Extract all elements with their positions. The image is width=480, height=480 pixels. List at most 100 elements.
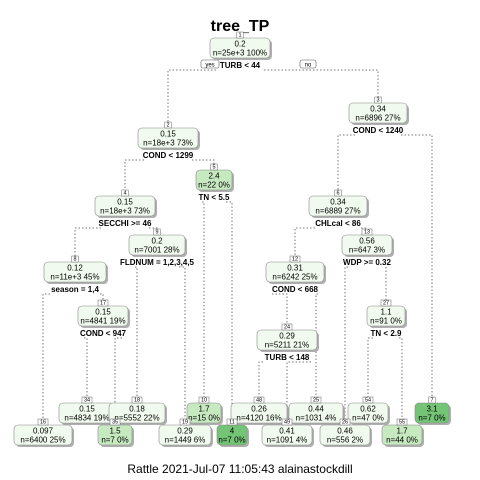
edge-17-to-35 bbox=[114, 337, 122, 419]
tree-node-9: 90.2n=7001 28%FLDNUM = 1,2,3,4,5 bbox=[120, 228, 195, 267]
node-split-9: FLDNUM = 1,2,3,4,5 bbox=[120, 258, 195, 267]
node-id-25: 25 bbox=[313, 398, 319, 404]
node-value-55: 1.7 bbox=[396, 427, 408, 436]
node-stats-9: n=7001 28% bbox=[134, 246, 179, 255]
tree-node-54: 540.62n=47 0% bbox=[347, 396, 390, 425]
node-split-27: TN < 2.9 bbox=[371, 329, 402, 338]
edge-8-to-17 bbox=[100, 293, 104, 300]
node-value-5: 2.4 bbox=[208, 172, 220, 181]
footer-caption: Rattle 2021-Jul-07 11:05:43 alainastockd… bbox=[127, 462, 353, 476]
tree-node-13: 130.56n=647 3% WDP >= 0.32 bbox=[341, 228, 394, 267]
tree-node-27: 271.1n=91 0%TN < 2.9 bbox=[366, 299, 407, 338]
node-split-12: COND < 668 bbox=[272, 285, 319, 294]
node-split-1: TURB < 44 bbox=[220, 61, 261, 70]
tree-edges bbox=[42, 69, 433, 419]
node-split-13: WDP >= 0.32 bbox=[343, 258, 391, 267]
tree-node-17: 170.15n=4841 19%COND < 947 bbox=[77, 299, 130, 338]
node-stats-10: n=15 0% bbox=[188, 414, 220, 423]
node-value-27: 1.1 bbox=[380, 308, 392, 317]
tree-node-1: 10.2n=25e+3 100%TURB < 44 bbox=[209, 31, 272, 70]
node-id-13: 13 bbox=[364, 230, 370, 236]
node-value-35: 1.5 bbox=[109, 427, 121, 436]
node-stats-7: n=7 0% bbox=[418, 414, 445, 423]
node-id-17: 17 bbox=[100, 301, 106, 307]
node-stats-4: n=18e+3 73% bbox=[100, 207, 150, 216]
node-id-12: 12 bbox=[292, 257, 298, 263]
tree-node-25: 250.44n=1031 4% bbox=[288, 396, 345, 425]
node-split-5: TN < 5.5 bbox=[199, 193, 230, 202]
edge-3-to-6 bbox=[337, 134, 355, 190]
node-stats-2: n=18e+3 73% bbox=[143, 139, 193, 148]
edge-2-to-5 bbox=[192, 159, 215, 164]
node-stats-8: n=11e+3 45% bbox=[50, 273, 99, 282]
node-value-3: 0.34 bbox=[370, 105, 386, 114]
node-value-49: 0.41 bbox=[279, 427, 295, 436]
node-value-24: 0.29 bbox=[279, 332, 295, 341]
node-value-4: 0.15 bbox=[117, 198, 133, 207]
node-value-48: 0.26 bbox=[251, 405, 267, 414]
tree-node-3: 30.34n=6896 27%COND < 1240 bbox=[348, 96, 409, 135]
no-label: no bbox=[305, 63, 312, 69]
node-id-35: 35 bbox=[112, 420, 118, 426]
node-id-6: 6 bbox=[336, 191, 339, 197]
tree-node-24: 240.29n=5211 21%TURB < 148 bbox=[256, 323, 319, 362]
node-split-6: CHLcal < 86 bbox=[315, 219, 361, 228]
node-stats-25: n=1031 4% bbox=[296, 414, 337, 423]
node-id-27: 27 bbox=[383, 301, 389, 307]
node-stats-13: n=647 3% bbox=[349, 246, 385, 255]
edge-6-to-12 bbox=[294, 227, 315, 256]
tree-node-34: 340.15n=4834 19% bbox=[58, 396, 117, 425]
tree-node-6: 60.34n=6889 27%CHLcal < 86 bbox=[308, 189, 369, 228]
node-value-18: 0.18 bbox=[129, 405, 145, 414]
tree-node-26: 260.46n=556 2% bbox=[319, 418, 372, 447]
node-id-49: 49 bbox=[284, 420, 290, 426]
node-split-2: COND < 1299 bbox=[143, 151, 194, 160]
tree-node-48: 480.26n=4120 16% bbox=[230, 396, 289, 425]
node-value-8: 0.12 bbox=[67, 264, 83, 273]
tree-node-4: 40.15n=18e+3 73%SECCHI >= 46 bbox=[94, 189, 157, 228]
node-value-26: 0.46 bbox=[337, 427, 353, 436]
edge-9-to-18 bbox=[135, 266, 138, 397]
node-id-1: 1 bbox=[238, 33, 241, 39]
node-id-3: 3 bbox=[376, 98, 379, 104]
node-value-16: 0.097 bbox=[33, 427, 54, 436]
edge-17-to-34 bbox=[84, 337, 88, 397]
node-id-34: 34 bbox=[84, 398, 90, 404]
tree-node-49: 490.41n=1091 4% bbox=[261, 418, 314, 447]
node-stats-19: n=1449 6% bbox=[165, 436, 206, 445]
node-value-12: 0.31 bbox=[287, 264, 303, 273]
node-value-34: 0.15 bbox=[79, 405, 95, 414]
node-id-26: 26 bbox=[342, 420, 348, 426]
node-value-9: 0.2 bbox=[151, 237, 163, 246]
node-id-16: 16 bbox=[40, 420, 46, 426]
node-value-13: 0.56 bbox=[359, 237, 375, 246]
node-value-2: 0.15 bbox=[160, 130, 176, 139]
node-stats-26: n=556 2% bbox=[327, 436, 363, 445]
node-stats-48: n=4120 16% bbox=[236, 414, 281, 423]
node-value-54: 0.62 bbox=[360, 405, 376, 414]
edge-1-to-3 bbox=[264, 69, 379, 97]
edge-9-to-19 bbox=[179, 266, 186, 419]
node-id-19: 19 bbox=[182, 420, 188, 426]
tree-node-55: 551.7n=44 0% bbox=[381, 418, 424, 447]
node-stats-35: n=7 0% bbox=[101, 436, 128, 445]
tree-node-7: 73.1n=7 0% bbox=[414, 396, 451, 425]
edge-4-to-9 bbox=[149, 227, 158, 229]
node-stats-6: n=6889 27% bbox=[315, 207, 360, 216]
edge-1-to-2 bbox=[167, 69, 216, 122]
node-id-10: 10 bbox=[201, 398, 207, 404]
node-id-8: 8 bbox=[73, 257, 76, 263]
edge-5-to-11 bbox=[226, 201, 233, 419]
node-value-17: 0.15 bbox=[95, 308, 111, 317]
tree-node-18: 180.18n=5552 22% bbox=[108, 396, 167, 425]
node-stats-16: n=6400 25% bbox=[20, 436, 65, 445]
tree-node-5: 52.4n=22 0%TN < 5.5 bbox=[195, 163, 234, 202]
node-split-17: COND < 947 bbox=[80, 329, 127, 338]
node-stats-5: n=22 0% bbox=[198, 181, 230, 190]
node-value-7: 3.1 bbox=[426, 405, 438, 414]
node-id-55: 55 bbox=[399, 420, 405, 426]
edge-12-to-25 bbox=[315, 293, 318, 397]
tree-node-12: 120.31n=6242 25%COND < 668 bbox=[265, 255, 326, 294]
